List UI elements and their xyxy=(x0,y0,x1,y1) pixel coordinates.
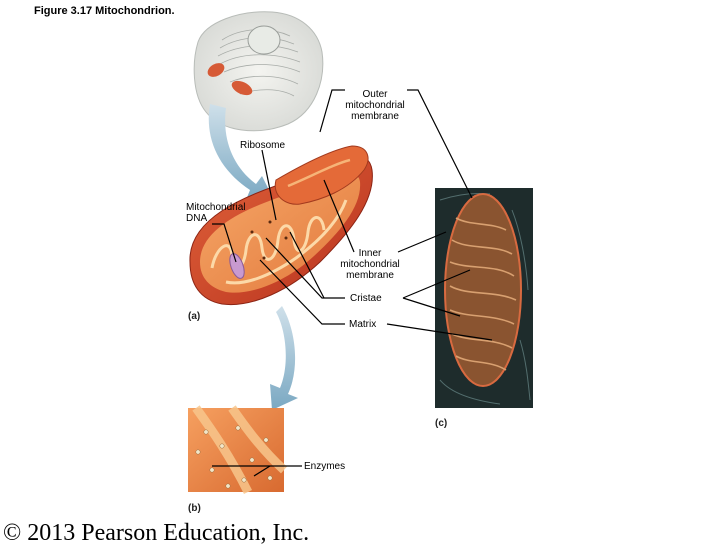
enzymes-closeup xyxy=(188,405,288,495)
panel-b-label: (b) xyxy=(188,503,201,514)
inner-membrane-label-line2: mitochondrial xyxy=(340,259,400,270)
panel-a-label: (a) xyxy=(188,311,201,322)
copyright-notice: © 2013 Pearson Education, Inc. xyxy=(3,520,310,546)
zoom-arrow-b xyxy=(270,306,298,410)
ribosome-label: Ribosome xyxy=(240,140,286,151)
outer-membrane-label-line2: mitochondrial xyxy=(345,100,405,111)
mito-dna-label-line1: Mitochondrial xyxy=(186,202,246,213)
figure-title: Figure 3.17 Mitochondrion. xyxy=(34,5,175,17)
outer-membrane-label-line3: membrane xyxy=(351,111,399,122)
inner-membrane-label-line3: membrane xyxy=(346,270,394,281)
mitochondrion-cutaway xyxy=(189,145,373,306)
inner-membrane-label: Inner mitochondrial membrane xyxy=(330,248,410,281)
mitochondrial-dna xyxy=(229,253,245,279)
enzymes-label: Enzymes xyxy=(304,461,346,472)
mito-dna-label: Mitochondrial DNA xyxy=(186,202,245,224)
outer-membrane-label-line1: Outer xyxy=(362,89,388,100)
panel-c-label: (c) xyxy=(435,418,448,429)
cell-illustration xyxy=(193,11,324,132)
inner-membrane-label-line1: Inner xyxy=(358,248,382,259)
outer-membrane-label: Outer mitochondrial membrane xyxy=(335,89,415,122)
mito-dna-label-line2: DNA xyxy=(186,213,208,224)
micrograph xyxy=(435,188,533,408)
matrix-label: Matrix xyxy=(349,319,377,330)
cristae-label: Cristae xyxy=(350,293,382,304)
leader-lines xyxy=(212,89,493,477)
zoom-arrow-a xyxy=(208,104,272,200)
